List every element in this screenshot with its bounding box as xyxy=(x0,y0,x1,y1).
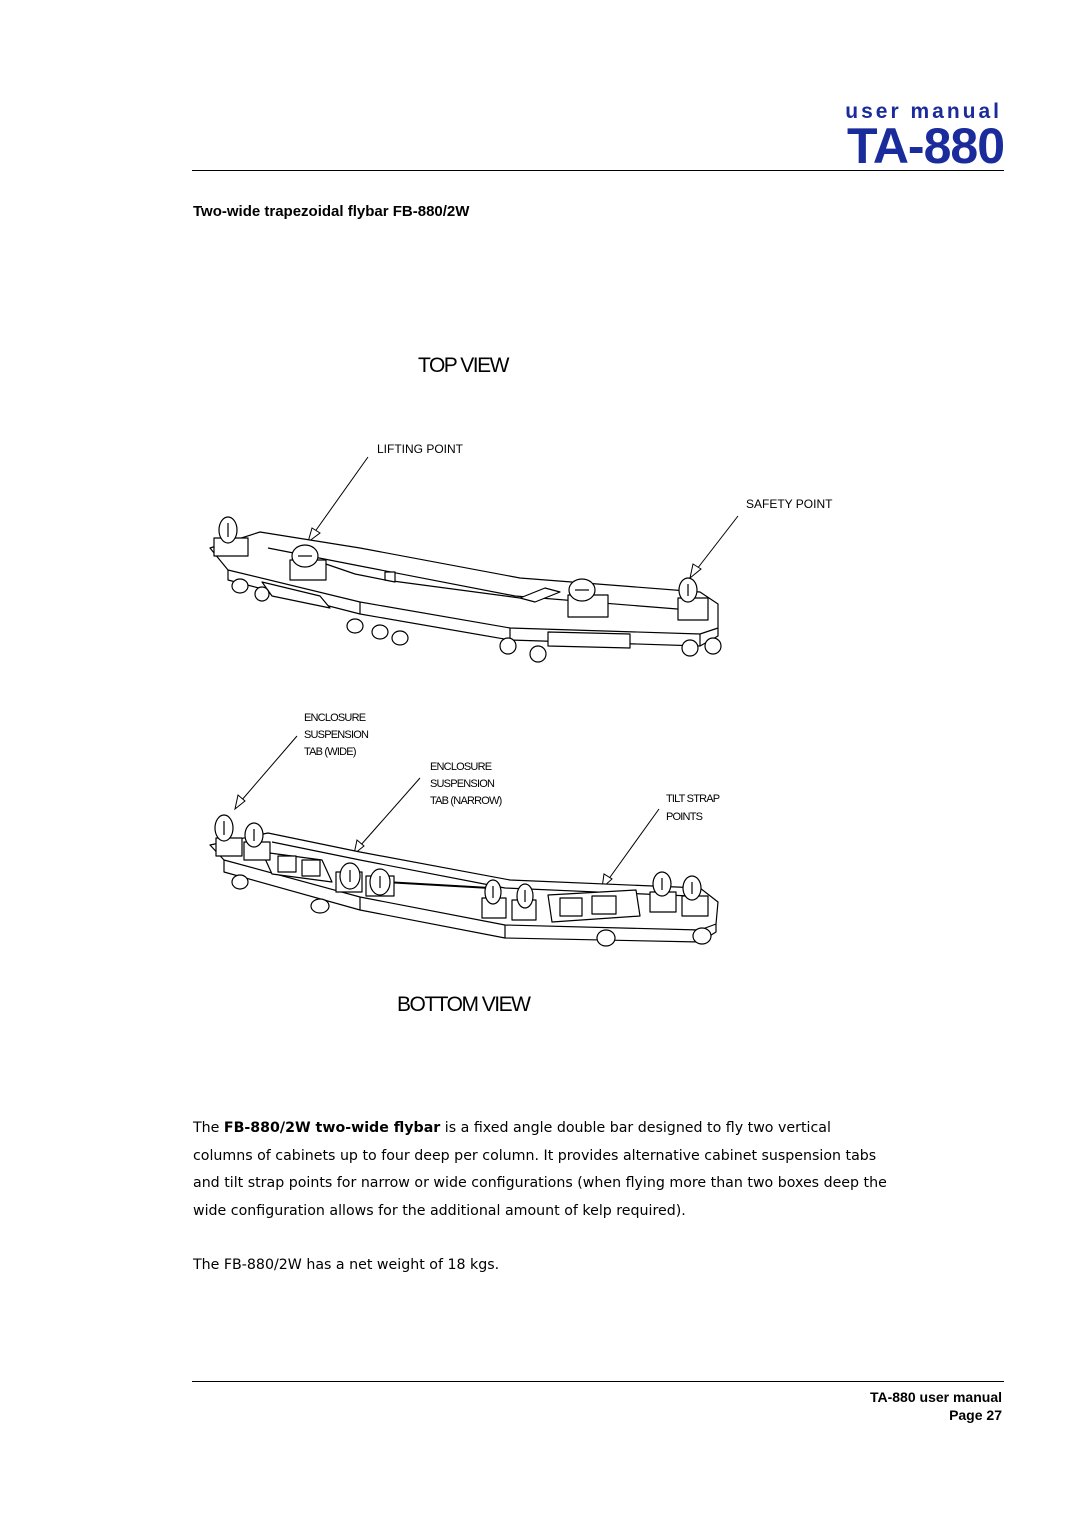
description-paragraph: The FB-880/2W two-wide flybar is a fixed… xyxy=(193,1115,893,1225)
bottom-view-title: BOTTOM VIEW xyxy=(397,993,531,1016)
label-tilt-line2: POINTS xyxy=(666,811,703,823)
page-footer: TA-880 user manual Page 27 xyxy=(870,1388,1002,1424)
leader-arrows xyxy=(234,456,739,890)
footer-manual-title: TA-880 user manual xyxy=(869,1389,1002,1405)
footer-rule xyxy=(192,1381,1004,1382)
label-wide-line3: TAB (WIDE) xyxy=(304,746,356,758)
flybar-top-view xyxy=(209,516,722,663)
safety-shackle xyxy=(677,577,709,621)
weight-note: The FB-880/2W has a net weight of 18 kgs… xyxy=(193,1257,500,1273)
description-intro: The xyxy=(193,1120,224,1136)
label-wide-line2: SUSPENSION xyxy=(304,729,369,741)
label-lifting-point: LIFTING POINT xyxy=(377,442,464,456)
section-heading: Two-wide trapezoidal flybar FB-880/2W xyxy=(193,203,470,220)
label-tilt-line1: TILT STRAP xyxy=(666,793,720,805)
description-product: FB-880/2W two-wide flybar xyxy=(223,1120,441,1136)
label-narrow-line2: SUSPENSION xyxy=(430,778,495,790)
label-safety-point: SAFETY POINT xyxy=(746,497,833,511)
top-view-title: TOP VIEW xyxy=(418,354,510,377)
header-rule xyxy=(192,170,1004,171)
header-subtitle: user manual xyxy=(845,100,1002,123)
flybar-bottom-view xyxy=(209,814,719,947)
label-narrow-line1: ENCLOSURE xyxy=(430,761,492,773)
label-wide-line1: ENCLOSURE xyxy=(304,712,366,724)
lifting-shackle xyxy=(213,516,249,557)
product-title: TA-880 xyxy=(846,118,1005,174)
label-narrow-line3: TAB (NARROW) xyxy=(430,795,502,807)
description-text: is a fixed angle double bar designed to … xyxy=(193,1120,887,1219)
page-number: Page 27 xyxy=(949,1407,1002,1423)
flybar-diagram: TOP VIEW BOTTOM VIEW LIFTING POINT SAFET… xyxy=(209,354,833,1016)
